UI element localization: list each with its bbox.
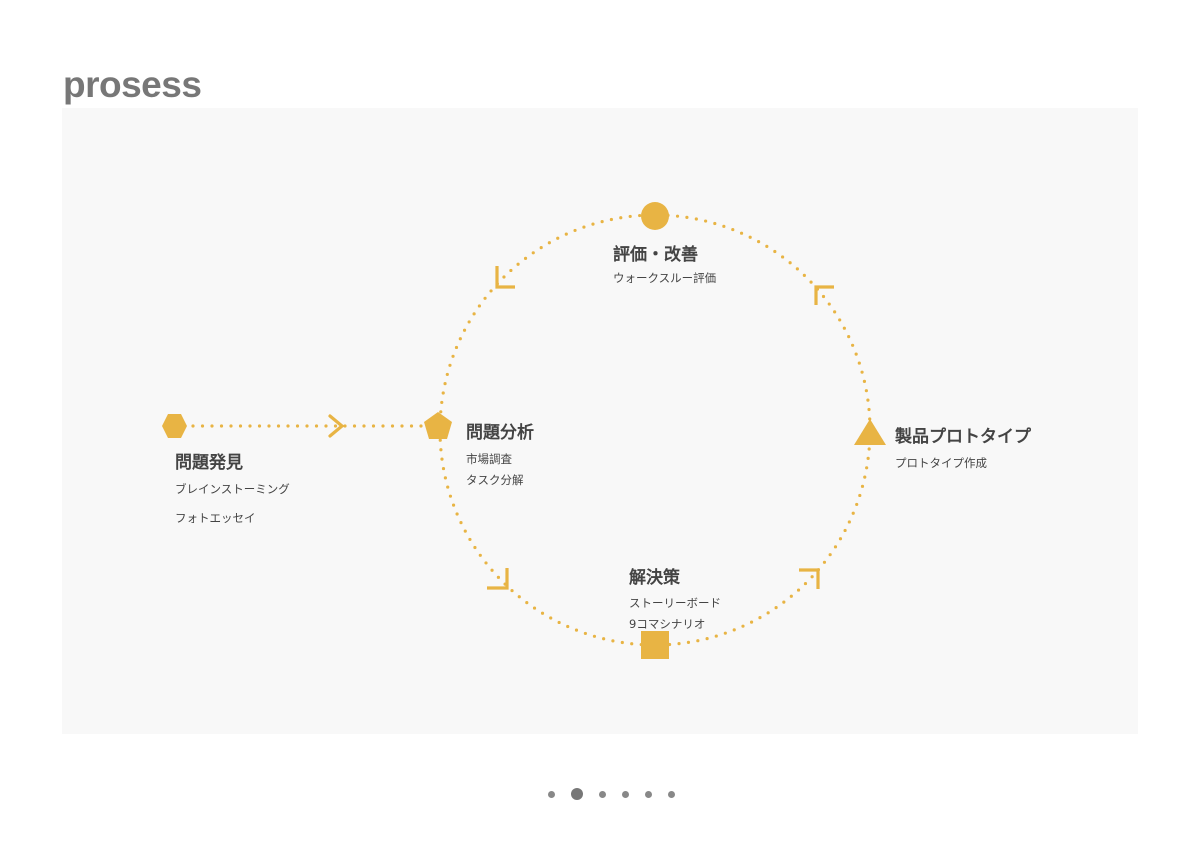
arrow-bottom-right-icon (799, 568, 820, 589)
step-item: ウォークスルー評価 (613, 271, 717, 285)
step-problem-discovery: 問題発見 ブレインストーミング フォトエッセイ (175, 448, 290, 529)
step-item: フォトエッセイ (175, 511, 256, 525)
pagination (540, 788, 683, 800)
arrow-top-left-icon (495, 266, 515, 289)
process-diagram-panel (62, 108, 1138, 734)
step-problem-analysis: 問題分析 市場調査 タスク分解 (466, 418, 534, 491)
step-item: タスク分解 (466, 473, 524, 487)
step-prototype: 製品プロトタイプ プロトタイプ作成 (895, 422, 1031, 474)
square-icon (641, 631, 669, 659)
pagination-dot-3[interactable] (599, 790, 606, 798)
step-item: 9コマシナリオ (629, 617, 706, 631)
pagination-dot-1[interactable] (548, 790, 555, 798)
step-item: ストーリーボード (629, 596, 721, 610)
triangle-icon (854, 419, 886, 445)
pentagon-icon (424, 412, 452, 439)
step-heading: 評価・改善 (613, 245, 698, 265)
entry-arrow-icon (328, 414, 345, 438)
step-item: プロトタイプ作成 (895, 456, 987, 470)
pagination-dot-2[interactable] (571, 788, 583, 800)
pagination-dot-5[interactable] (645, 790, 652, 798)
arrow-bottom-left-icon (487, 568, 509, 590)
step-heading: 解決策 (629, 568, 680, 588)
arrow-top-right-icon (814, 285, 834, 305)
hexagon-icon (162, 414, 187, 438)
step-solution: 解決策 ストーリーボード 9コマシナリオ (629, 563, 721, 635)
step-heading: 製品プロトタイプ (895, 427, 1031, 447)
step-item: 市場調査 (466, 452, 512, 466)
step-heading: 問題発見 (175, 453, 243, 473)
step-heading: 問題分析 (466, 423, 534, 443)
circle-icon (641, 202, 669, 230)
pagination-dot-4[interactable] (622, 790, 629, 798)
section-title: prosess (63, 64, 202, 105)
step-item: ブレインストーミング (175, 482, 290, 496)
step-evaluation: 評価・改善 ウォークスルー評価 (613, 240, 716, 289)
pagination-dot-6[interactable] (668, 790, 675, 798)
